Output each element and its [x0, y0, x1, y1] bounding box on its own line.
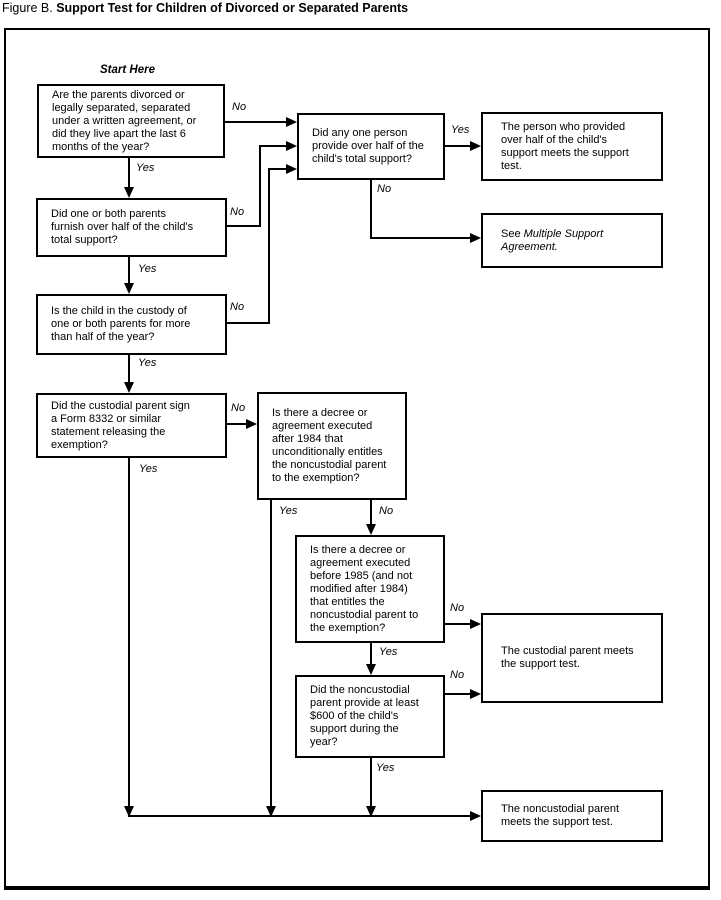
- connector-one-person-no: [370, 237, 470, 239]
- arrowhead-right-icon: [470, 689, 481, 699]
- arrowhead-down-icon: [124, 187, 134, 198]
- label-600-yes: Yes: [376, 762, 395, 774]
- arrowhead-right-icon: [246, 419, 257, 429]
- connector-decree-before-yes: [370, 643, 372, 665]
- arrowhead-down-icon: [124, 283, 134, 294]
- result-box-noncustodial-parent: The noncustodial parent meets the suppor…: [481, 790, 663, 842]
- label-decree-before-no: No: [450, 602, 465, 614]
- label-decree-after-no: No: [379, 505, 394, 517]
- connector-600-yes: [370, 758, 372, 808]
- label-decree-after-yes: Yes: [279, 505, 298, 517]
- connector-decree-before-no: [445, 623, 471, 625]
- figure-title: Figure B. Support Test for Children of D…: [2, 1, 408, 15]
- label-form-8332-yes: Yes: [139, 463, 158, 475]
- connector-600-no: [445, 693, 471, 695]
- decision-box-decree-after-1984: Is there a decree or agreement executed …: [257, 392, 407, 500]
- connector-parents-half-no: [259, 145, 287, 147]
- label-divorced-no: No: [232, 101, 247, 113]
- label-custody-no: No: [230, 301, 245, 313]
- connector-parents-half-yes: [128, 257, 130, 284]
- connector-custody-yes: [128, 355, 130, 383]
- label-one-person-yes: Yes: [451, 124, 470, 136]
- arrowhead-right-icon: [470, 141, 481, 151]
- connector-decree-after-no: [370, 500, 372, 525]
- connector-parents-half-no: [227, 225, 261, 227]
- arrowhead-down-icon: [366, 524, 376, 535]
- decision-text: Did any one person provide over half of …: [312, 127, 424, 165]
- decision-box-600-support: Did the noncustodial parent provide at l…: [295, 675, 445, 758]
- connector-one-person-yes: [445, 145, 471, 147]
- connector-one-person-no: [370, 180, 372, 239]
- decision-box-one-person-support: Did any one person provide over half of …: [297, 113, 445, 180]
- see-reference: Multiple Support Agreement.: [501, 227, 604, 253]
- decision-text: Is there a decree or agreement executed …: [310, 543, 419, 634]
- connector-custody-no: [268, 168, 270, 324]
- result-text: See Multiple Support Agreement.: [483, 228, 605, 254]
- arrowhead-down-icon: [366, 806, 376, 817]
- arrowhead-down-icon: [124, 382, 134, 393]
- label-one-person-no: No: [377, 183, 392, 195]
- decision-box-parents-half-support: Did one or both parents furnish over hal…: [36, 198, 227, 257]
- decision-box-form-8332: Did the custodial parent sign a Form 833…: [36, 393, 227, 458]
- label-divorced-yes: Yes: [136, 162, 155, 174]
- connector-form-8332-yes: [128, 458, 130, 808]
- label-parents-half-no: No: [230, 206, 245, 218]
- decision-text: Did the custodial parent sign a Form 833…: [51, 399, 190, 451]
- connector-form-8332-no: [227, 423, 247, 425]
- connector-custody-no: [268, 168, 287, 170]
- label-decree-before-yes: Yes: [379, 646, 398, 658]
- connector-divorced-yes: [128, 158, 130, 188]
- start-here-label: Start Here: [100, 64, 155, 76]
- arrowhead-down-icon: [124, 806, 134, 817]
- decision-text: Are the parents divorced or legally sepa…: [52, 88, 197, 153]
- result-text: The person who provided over half of the…: [501, 120, 629, 172]
- connector-bottom-rail: [128, 815, 470, 817]
- figure-label: Figure B.: [2, 1, 53, 15]
- label-form-8332-no: No: [231, 402, 246, 414]
- flowchart-frame: [4, 28, 710, 890]
- arrowhead-right-icon: [470, 233, 481, 243]
- decision-box-parents-divorced: Are the parents divorced or legally sepa…: [37, 84, 225, 158]
- arrowhead-right-icon: [286, 141, 297, 151]
- arrowhead-right-icon: [286, 117, 297, 127]
- label-600-no: No: [450, 669, 465, 681]
- decision-text: Is the child in the custody of one or bo…: [51, 305, 191, 343]
- label-parents-half-yes: Yes: [138, 263, 157, 275]
- result-box-person-provided: The person who provided over half of the…: [481, 112, 663, 181]
- arrowhead-right-icon: [470, 619, 481, 629]
- connector-divorced-no: [225, 121, 287, 123]
- connector-decree-after-yes: [270, 500, 272, 808]
- decision-text: Did the noncustodial parent provide at l…: [310, 684, 419, 748]
- arrowhead-right-icon: [470, 811, 481, 821]
- see-prefix: See: [501, 227, 521, 240]
- decision-box-decree-before-1985: Is there a decree or agreement executed …: [295, 535, 445, 643]
- arrowhead-down-icon: [366, 664, 376, 675]
- decision-text: Is there a decree or agreement executed …: [272, 407, 387, 484]
- label-custody-yes: Yes: [138, 357, 157, 369]
- figure-title-text: Support Test for Children of Divorced or…: [56, 1, 409, 15]
- decision-box-custody: Is the child in the custody of one or bo…: [36, 294, 227, 355]
- connector-custody-no: [227, 322, 270, 324]
- result-text: The custodial parent meets the support t…: [501, 645, 634, 670]
- result-box-custodial-parent: The custodial parent meets the support t…: [481, 613, 663, 703]
- arrowhead-down-icon: [266, 806, 276, 817]
- connector-parents-half-no: [259, 145, 261, 227]
- arrowhead-right-icon: [286, 164, 297, 174]
- decision-text: Did one or both parents furnish over hal…: [51, 208, 194, 246]
- result-text: The noncustodial parent meets the suppor…: [501, 803, 620, 828]
- result-box-multiple-support-agreement: See Multiple Support Agreement.: [481, 213, 663, 268]
